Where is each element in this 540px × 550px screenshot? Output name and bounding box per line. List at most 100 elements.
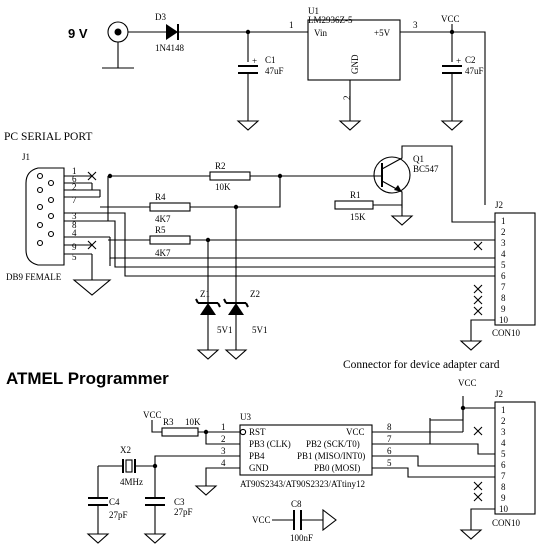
zener-z1-icon	[195, 290, 221, 342]
vcc-r3-label: VCC	[143, 410, 162, 420]
wire-j1-j2-c	[108, 220, 495, 268]
wire-j1-j2-a	[100, 212, 495, 277]
svg-text:6: 6	[387, 446, 392, 456]
power-supply: 9 V D3 1N4148 C1 47uF + U1 LM2936Z-5 Vin…	[68, 6, 486, 205]
wire-vcc-r3	[151, 420, 162, 433]
vcc-top-label: VCC	[441, 14, 460, 24]
svg-text:6: 6	[501, 460, 506, 470]
j1-ref: J1	[22, 152, 30, 162]
x2-value: 4MHz	[120, 477, 143, 487]
c8-ref: C8	[291, 499, 302, 509]
wire-pin6	[372, 455, 495, 467]
svg-text:6: 6	[501, 271, 506, 281]
svg-text:8: 8	[501, 482, 506, 492]
r4-ref: R4	[155, 192, 166, 202]
svg-text:5: 5	[501, 260, 506, 270]
wire-j2b-ground	[470, 508, 495, 522]
svg-text:6: 6	[72, 174, 77, 184]
wire-pin7-j2	[372, 443, 495, 455]
vcc-j2b-label: VCC	[458, 378, 477, 388]
capacitor-c3-icon	[145, 497, 165, 526]
connector-j2-bottom	[494, 401, 536, 515]
u1-gnd-label: GND	[350, 54, 360, 74]
crystal-x2-icon	[98, 459, 155, 473]
svg-text:4: 4	[501, 249, 506, 259]
svg-text:7: 7	[501, 282, 506, 292]
wire-pin5	[372, 467, 495, 478]
ground-icon	[441, 112, 463, 131]
q1-ref: Q1	[413, 154, 424, 164]
j2-top-ref: J2	[495, 200, 503, 210]
svg-text:9: 9	[501, 304, 506, 314]
svg-text:2: 2	[501, 227, 506, 237]
svg-text:VCC: VCC	[346, 427, 365, 437]
c1-plus: +	[252, 56, 257, 66]
svg-text:PB3 (CLK): PB3 (CLK)	[249, 439, 291, 449]
svg-text:10: 10	[499, 315, 509, 325]
ground-icon	[197, 341, 219, 360]
svg-text:7: 7	[501, 471, 506, 481]
rst-inversion-icon	[239, 428, 247, 436]
mcu-u3	[239, 424, 373, 476]
section-serial-port: PC SERIAL PORT	[4, 131, 92, 143]
zener-z2-icon	[223, 290, 249, 342]
z1-value: 5V1	[217, 325, 233, 335]
ground-icon	[322, 508, 337, 532]
j1-name: DB9 FEMALE	[6, 272, 62, 282]
nc-marker-icon	[473, 241, 483, 316]
c3-ref: C3	[174, 497, 185, 507]
u1-pin-out: 3	[413, 20, 418, 30]
resistor-r3-icon	[161, 427, 199, 437]
wire-j2-ground	[470, 319, 495, 333]
j2-bottom-pins: 1 2 3 4 5 6 7 8 9 10	[499, 405, 509, 514]
ground-icon	[460, 521, 482, 540]
c2-plus: +	[456, 56, 461, 66]
svg-text:GND: GND	[249, 463, 269, 473]
r1-ref: R1	[350, 190, 361, 200]
svg-text:2: 2	[501, 416, 506, 426]
r2-ref: R2	[215, 161, 226, 171]
j2-bottom-name: CON10	[492, 518, 521, 528]
junction	[107, 173, 113, 179]
ground-icon	[391, 207, 413, 226]
ground-icon	[144, 525, 166, 544]
svg-text:5: 5	[387, 458, 392, 468]
svg-text:8: 8	[72, 220, 77, 230]
svg-text:1: 1	[501, 216, 506, 226]
nc-marker-icon	[473, 426, 483, 502]
resistor-r5-icon	[149, 235, 191, 245]
u3-left-pin-numbers: 1 2 3 4	[221, 422, 226, 468]
j1-pin-numbers: 1 6 2 7 3 8 4 9 5	[72, 166, 77, 262]
q1-value: BC547	[413, 164, 439, 174]
db9-connector-j1	[25, 167, 65, 266]
svg-text:2: 2	[221, 434, 226, 444]
u1-value: LM2936Z-5	[308, 15, 353, 25]
j2-top-name: CON10	[492, 328, 521, 338]
battery-label: 9 V	[68, 26, 88, 41]
wire-r4-bridge	[236, 205, 281, 208]
svg-text:4: 4	[72, 228, 77, 238]
svg-text:9: 9	[72, 242, 77, 252]
wire-r4-out	[190, 206, 237, 290]
regulator-u1	[307, 19, 401, 81]
u1-pin-in: 1	[289, 20, 294, 30]
x2-ref: X2	[120, 445, 131, 455]
u3-left-pins: RST PB3 (CLK) PB4 GND	[249, 427, 291, 473]
u3-right-pin-numbers: 8 7 6 5	[387, 422, 392, 468]
c8-vcc-label: VCC	[252, 515, 271, 525]
svg-text:2: 2	[72, 182, 77, 192]
svg-text:PB0 (MOSI): PB0 (MOSI)	[314, 463, 360, 473]
r5-value: 4K7	[155, 248, 171, 258]
svg-text:3: 3	[501, 238, 506, 248]
transistor-q1-icon	[373, 145, 495, 223]
wire-crystal-caps	[97, 466, 156, 498]
u3-name: AT90S2343/AT90S2323/ATtiny12	[240, 479, 365, 489]
wire-j1-loop	[91, 183, 101, 197]
capacitor-c8-icon	[293, 510, 323, 530]
svg-text:PB2 (SCK/T0): PB2 (SCK/T0)	[306, 439, 360, 449]
svg-text:4: 4	[501, 438, 506, 448]
svg-text:3: 3	[72, 211, 77, 221]
wire-r1-ground	[373, 200, 403, 208]
z1-ref: Z1	[200, 289, 210, 299]
nc-marker-icon	[87, 171, 97, 250]
